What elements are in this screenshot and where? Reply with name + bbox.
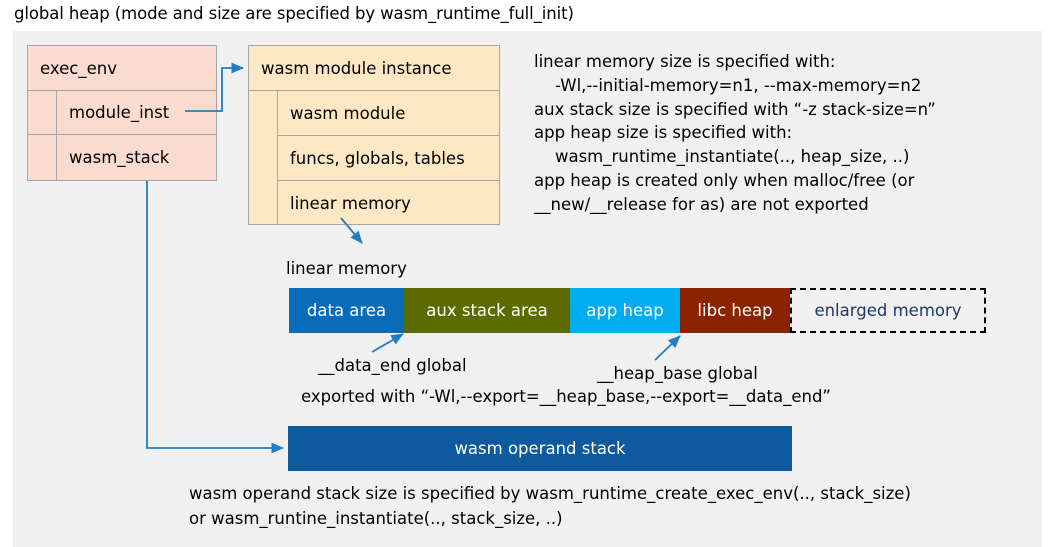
wmi-field-funcs-globals-tables: funcs, globals, tables (278, 136, 499, 181)
wasm-operand-stack-bar: wasm operand stack (288, 426, 792, 471)
wasm-module-instance-rows: wasm module funcs, globals, tables linea… (278, 91, 499, 225)
exec-env-field-wasm-stack: wasm_stack (28, 135, 216, 180)
wasm-module-instance-header: wasm module instance (249, 46, 499, 91)
wasm-module-instance-box: wasm module instance wasm module funcs, … (248, 45, 500, 225)
wmi-field-wasm-module: wasm module (278, 91, 499, 136)
wmi-field-linear-memory: linear memory (290, 193, 411, 213)
indent-spacer (28, 91, 57, 134)
annotation-exported-with: exported with “-Wl,--export=__heap_base,… (301, 387, 831, 406)
page-title: global heap (mode and size are specified… (14, 4, 574, 23)
linear-memory-notes: linear memory size is specified with: -W… (534, 52, 936, 214)
linear-memory-label: linear memory (286, 259, 407, 278)
exec-env-field-module-inst: module_inst (28, 91, 216, 135)
memory-segment-aux-stack-area: aux stack area (404, 288, 570, 333)
memory-segment-app-heap: app heap (570, 288, 680, 333)
wasm-module-instance-body: wasm module funcs, globals, tables linea… (249, 91, 499, 225)
memory-segment-libc-heap: libc heap (680, 288, 790, 333)
memory-segment-data-area: data area (289, 288, 404, 333)
memory-segment-enlarged-memory: enlarged memory (790, 288, 986, 333)
annotation-heap-base: __heap_base global (597, 364, 758, 383)
indent-spacer (28, 135, 57, 180)
operand-stack-caption: wasm operand stack size is specified by … (189, 484, 911, 528)
exec-env-header: exec_env (28, 46, 216, 91)
exec-env-field-label: wasm_stack (69, 148, 170, 167)
indent-spacer (249, 91, 278, 225)
exec-env-box: exec_env module_inst wasm_stack (27, 45, 217, 181)
annotation-data-end: __data_end global (318, 356, 467, 375)
exec-env-field-label: module_inst (69, 103, 170, 122)
